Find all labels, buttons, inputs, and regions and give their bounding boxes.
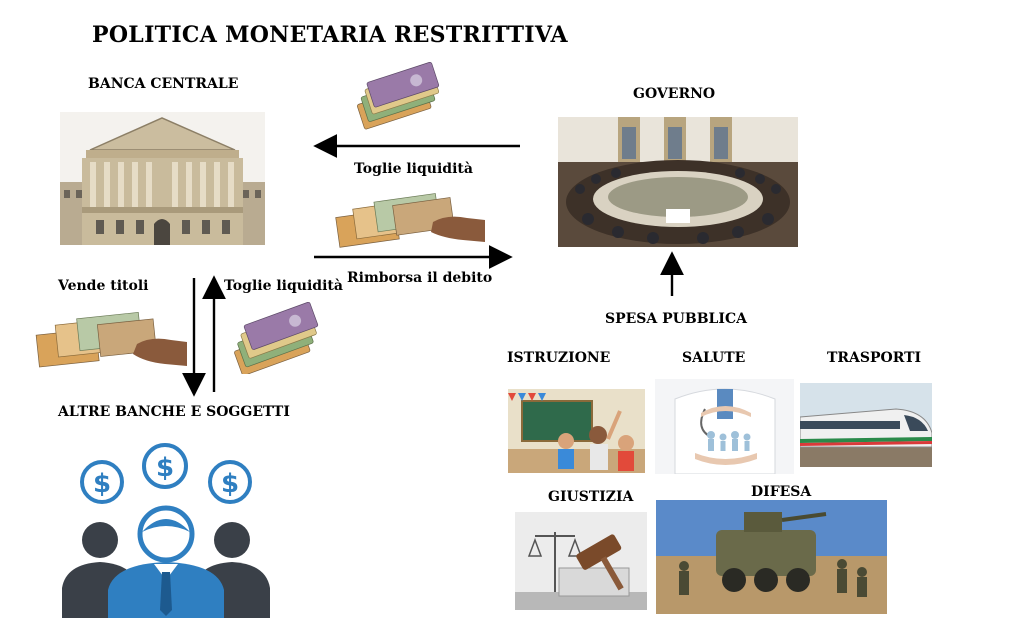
banknotes-fan-image [352,62,444,130]
difesa-military-image [656,500,887,614]
arrow-up-to-governo [660,251,684,296]
horizontal-arrows [313,134,520,269]
svg-text:$: $ [93,469,111,499]
rimborsa-il-debito-label: Rimborsa il debito [347,270,493,286]
hand-money-left-image [35,310,187,372]
hand-money-image [335,192,487,250]
banknotes-fan-left-image [230,302,325,374]
governo-label: GOVERNO [633,86,716,102]
people-money-icon: $ $ $ [62,440,270,618]
salute-label: SALUTE [682,350,746,366]
spesa-pubblica-label: SPESA PUBBLICA [605,311,747,327]
giustizia-gavel-image [515,512,647,610]
government-meeting-room-image [558,117,798,247]
istruzione-classroom-image [508,389,645,473]
svg-text:$: $ [156,453,174,483]
altre-banche-label: ALTRE BANCHE E SOGGETTI [58,404,290,420]
salute-doctor-image [655,379,794,474]
toglie-liquidita-left-label: Toglie liquidità [224,278,343,294]
vertical-arrows [182,275,226,397]
difesa-label: DIFESA [751,484,812,500]
vende-titoli-label: Vende titoli [58,278,149,294]
svg-text:$: $ [221,469,239,499]
giustizia-label: GIUSTIZIA [548,489,634,505]
trasporti-train-image [800,383,932,467]
toglie-liquidita-top-label: Toglie liquidità [354,161,473,177]
istruzione-label: ISTRUZIONE [507,350,611,366]
central-bank-building-image [60,112,265,245]
trasporti-label: TRASPORTI [827,350,922,366]
page-title: POLITICA MONETARIA RESTRITTIVA [92,22,568,48]
banca-centrale-label: BANCA CENTRALE [88,76,239,92]
